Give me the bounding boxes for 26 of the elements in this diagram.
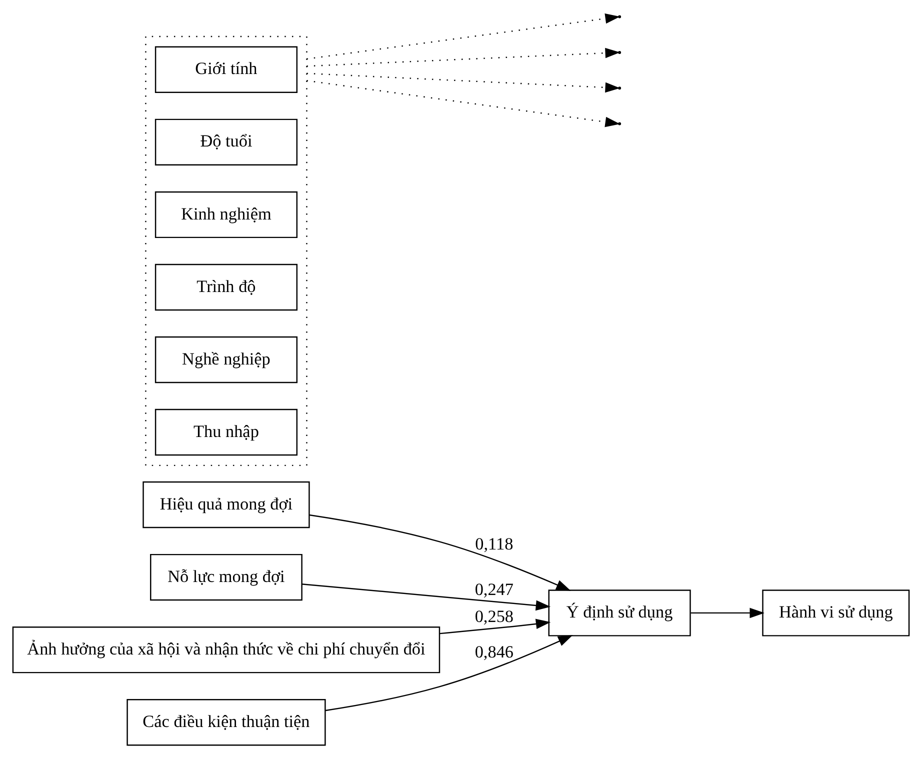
- arrow: [306, 80, 620, 128]
- arrow: [309, 514, 571, 591]
- node-box: Độ tuổi: [154, 118, 298, 166]
- cluster: [145, 36, 308, 466]
- arrow: [302, 583, 551, 611]
- node-box: Nỗ lực mong đợi: [150, 554, 302, 601]
- node-box: Hành vi sử dụng: [762, 590, 910, 636]
- node-box: Ý định sử dụng: [548, 590, 691, 636]
- arrow: [690, 608, 765, 618]
- arrow: [326, 635, 573, 712]
- node-box: Kinh nghiệm: [154, 191, 298, 238]
- node-box: Ảnh hưởng của xã hội và nhận thức về chi phí chuyển đổi: [12, 626, 440, 674]
- edge-label: 0,258: [474, 606, 514, 626]
- edge-label: 0,118: [475, 534, 514, 554]
- arrow: [306, 72, 620, 93]
- node-box: Thu nhập: [154, 408, 298, 456]
- node-box: Nghề nghiệp: [154, 336, 298, 384]
- arrow: [440, 618, 551, 634]
- edge-label: 0,247: [474, 580, 514, 599]
- node-box: Trình độ: [154, 264, 298, 311]
- node-box: Các điều kiện thuận tiện: [126, 699, 326, 746]
- node-box: Giới tính: [154, 46, 298, 93]
- arrow: [306, 13, 620, 60]
- edge-label: 0,846: [474, 642, 514, 662]
- arrow: [306, 48, 620, 67]
- node-box: Hiệu quả mong đợi: [142, 481, 310, 528]
